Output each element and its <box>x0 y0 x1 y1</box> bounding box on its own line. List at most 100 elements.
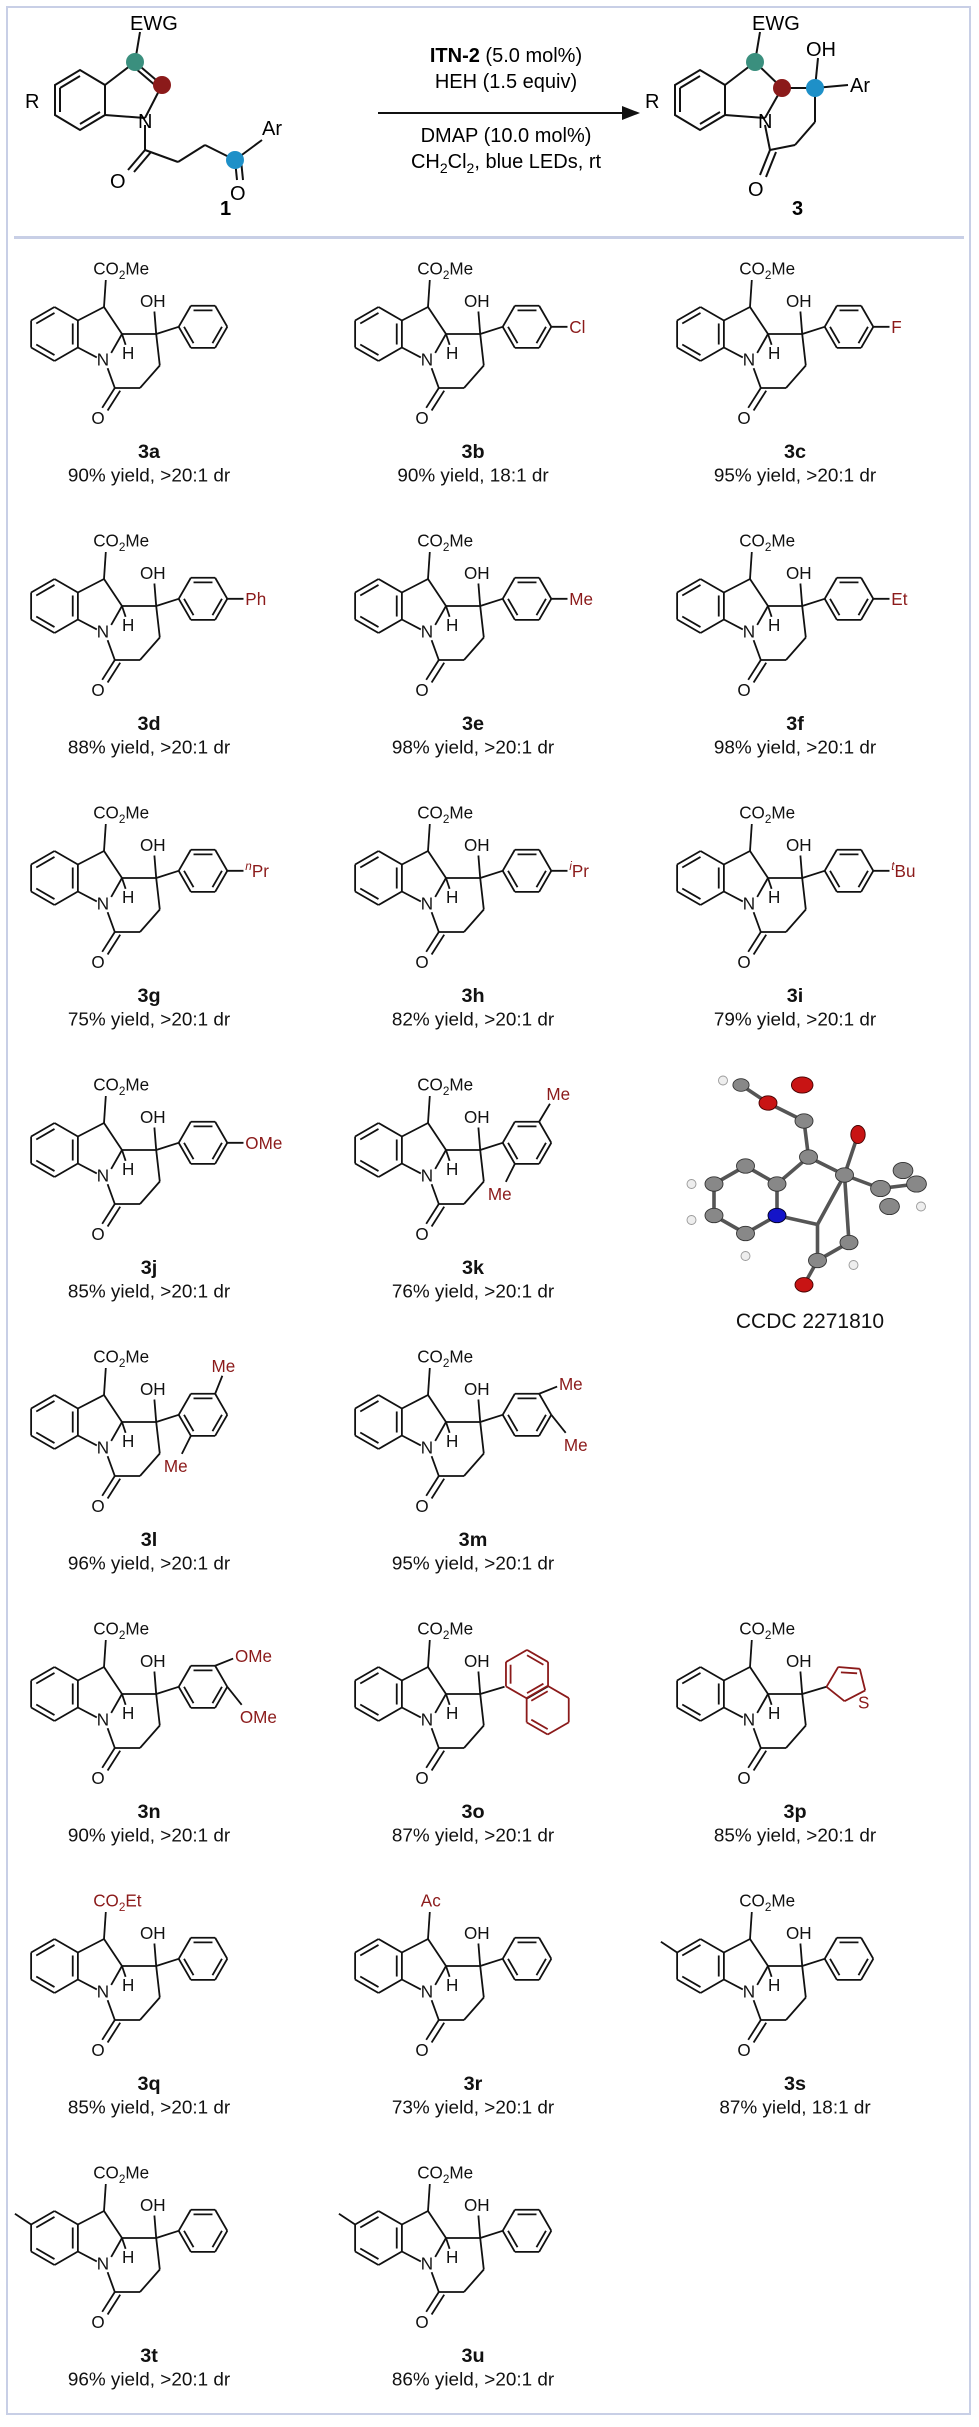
o-atom-label: O <box>91 409 104 428</box>
h-atom-label: H <box>768 616 780 635</box>
ester-label: CO2Me <box>93 1076 149 1099</box>
yield-dr: 90% yield, >20:1 dr <box>67 465 231 487</box>
o-atom-label: O <box>415 1225 428 1244</box>
compound-id: 3r <box>463 2072 483 2095</box>
n-atom-label: N <box>743 623 755 642</box>
compound-id: 3g <box>137 984 161 1007</box>
blue-atom-marker <box>226 151 244 169</box>
compound-id: 3e <box>461 712 485 735</box>
o-atom-label: O <box>737 409 750 428</box>
n-atom-label: N <box>421 1983 433 2002</box>
compound-id: 3o <box>461 1800 485 1823</box>
yield-dr: 75% yield, >20:1 dr <box>67 1009 231 1031</box>
compound-id: 3u <box>461 2344 485 2367</box>
ewg-label: EWG <box>130 13 178 35</box>
acetyl-label: Ac <box>421 1892 441 1911</box>
o-atom-label: O <box>415 409 428 428</box>
ester-label: CO2Me <box>417 1348 473 1371</box>
n-label: N <box>138 111 152 133</box>
ester-label: CO2Me <box>739 1892 795 1915</box>
compound-id: 3m <box>458 1528 488 1551</box>
base-line: DMAP (10.0 mol%) <box>421 125 592 147</box>
yield-dr: 98% yield, >20:1 dr <box>391 737 555 759</box>
compound-id: 3l <box>140 1528 158 1551</box>
yield-dr: 88% yield, >20:1 dr <box>67 737 231 759</box>
aryl-substituent-label: Me <box>546 1085 570 1104</box>
compound-id: 3b <box>461 440 485 463</box>
compound-id: 3i <box>786 984 804 1007</box>
oh-label: OH <box>464 1652 490 1671</box>
n-atom-label: N <box>421 351 433 370</box>
yield-dr: 87% yield, 18:1 dr <box>719 2097 871 2119</box>
n-atom-label: N <box>97 895 109 914</box>
yield-dr: 90% yield, 18:1 dr <box>397 465 549 487</box>
n-atom-label: N <box>743 895 755 914</box>
n-atom-label: N <box>421 1439 433 1458</box>
figure-frame <box>6 6 971 2415</box>
ester-label: CO2Me <box>417 1076 473 1099</box>
h-atom-label: H <box>122 1432 134 1451</box>
ar-label: Ar <box>262 118 282 140</box>
n-atom-label: N <box>421 623 433 642</box>
oh-label: OH <box>464 1380 490 1399</box>
yield-dr: 96% yield, >20:1 dr <box>67 1553 231 1575</box>
oh-label: OH <box>464 292 490 311</box>
yield-dr: 90% yield, >20:1 dr <box>67 1825 231 1847</box>
h-atom-label: H <box>446 1432 458 1451</box>
oh-label: OH <box>464 2196 490 2215</box>
compound-id: 3s <box>783 2072 807 2095</box>
compound-id: 3t <box>140 2344 158 2367</box>
ester-label: CO2Me <box>93 260 149 283</box>
o-atom-label: O <box>91 1769 104 1788</box>
o-atom-label: O <box>415 1497 428 1516</box>
aryl-substituent-label: OMe <box>240 1708 277 1727</box>
o-atom-label: O <box>737 681 750 700</box>
aryl-substituent-label: Me <box>564 1436 588 1455</box>
o-atom-label: O <box>91 1497 104 1516</box>
n-atom-label: N <box>743 351 755 370</box>
o-atom-label: O <box>737 2041 750 2060</box>
compound-id: 3n <box>137 1800 161 1823</box>
h-atom-label: H <box>122 1976 134 1995</box>
r-label: R <box>25 91 39 113</box>
h-atom-label: H <box>768 1976 780 1995</box>
h-atom-label: H <box>122 1704 134 1723</box>
s-atom-label: S <box>858 1693 869 1712</box>
h-atom-label: H <box>768 344 780 363</box>
h-atom-label: H <box>446 888 458 907</box>
ccdc-number: CCDC 2271810 <box>735 1310 885 1333</box>
o-label: O <box>230 183 246 205</box>
yield-dr: 76% yield, >20:1 dr <box>391 1281 555 1303</box>
o-atom-label: O <box>91 2041 104 2060</box>
n-atom-label: N <box>743 1983 755 2002</box>
aryl-substituent-label: Me <box>212 1357 236 1376</box>
n-atom-label: N <box>743 1711 755 1730</box>
yield-dr: 98% yield, >20:1 dr <box>713 737 877 759</box>
n-atom-label: N <box>421 895 433 914</box>
ester-label: CO2Me <box>93 1348 149 1371</box>
oh-label: OH <box>140 1924 166 1943</box>
ester-label: CO2Me <box>417 260 473 283</box>
h-atom-label: H <box>122 2248 134 2267</box>
yield-dr: 82% yield, >20:1 dr <box>391 1009 555 1031</box>
aryl-substituent-label: Ph <box>245 590 266 609</box>
oh-label: OH <box>140 2196 166 2215</box>
oh-label: OH <box>786 564 812 583</box>
h-atom-label: H <box>768 888 780 907</box>
oh-label: OH <box>140 836 166 855</box>
h-atom-label: H <box>122 1160 134 1179</box>
